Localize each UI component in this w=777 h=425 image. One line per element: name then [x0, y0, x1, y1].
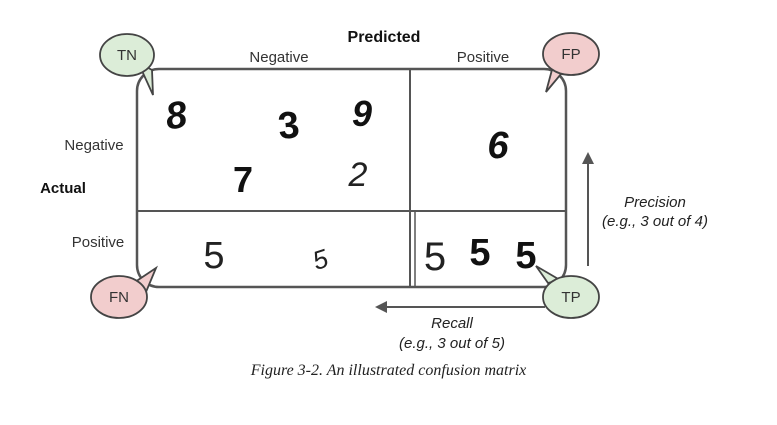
matrix-frame [135, 67, 568, 289]
tp-bubble-shape [542, 275, 600, 319]
digit-tp-5c: 5 [515, 235, 536, 277]
tn-speech-bubble: TN [99, 33, 155, 96]
tp-speech-bubble: TP [535, 265, 600, 319]
digit-tn-2: 2 [348, 156, 368, 194]
precision-example: (e.g., 3 out of 4) [602, 213, 708, 230]
fp-speech-bubble: FP [542, 32, 600, 93]
digit-fn-5a: 5 [203, 235, 224, 277]
digit-tn-7: 7 [233, 159, 253, 200]
tn-bubble-shape [99, 33, 155, 77]
fn-bubble-shape [90, 275, 148, 319]
fn-speech-bubble: FN [90, 265, 158, 319]
fn-bubble-label: FN [109, 289, 129, 306]
row-label-positive: Positive [72, 234, 125, 251]
precision-arrow-head [582, 152, 594, 164]
column-label-positive: Positive [457, 49, 510, 66]
digit-tp-5b: 5 [469, 232, 490, 274]
tn-bubble-label: TN [117, 47, 137, 64]
column-label-negative: Negative [249, 49, 308, 66]
recall-label: Recall [431, 315, 473, 332]
fp-bubble-label: FP [561, 46, 580, 63]
digit-tn-8: 8 [163, 94, 191, 139]
figure-caption: Figure 3-2. An illustrated confusion mat… [250, 362, 527, 379]
precision-label: Precision [624, 194, 686, 211]
recall-arrow-head [375, 301, 387, 313]
fp-bubble-shape [542, 32, 600, 76]
digit-fp-6: 6 [487, 125, 509, 167]
digit-tn-3: 3 [276, 104, 301, 148]
recall-example: (e.g., 3 out of 5) [399, 335, 505, 352]
tp-bubble-label: TP [561, 289, 580, 306]
digit-tp-5a: 5 [424, 235, 446, 279]
row-label-negative: Negative [64, 137, 123, 154]
digit-fn-5b: 5 [309, 243, 333, 276]
actual-axis-label: Actual [40, 180, 86, 197]
digit-tn-9: 9 [352, 93, 372, 134]
predicted-axis-label: Predicted [348, 29, 421, 46]
